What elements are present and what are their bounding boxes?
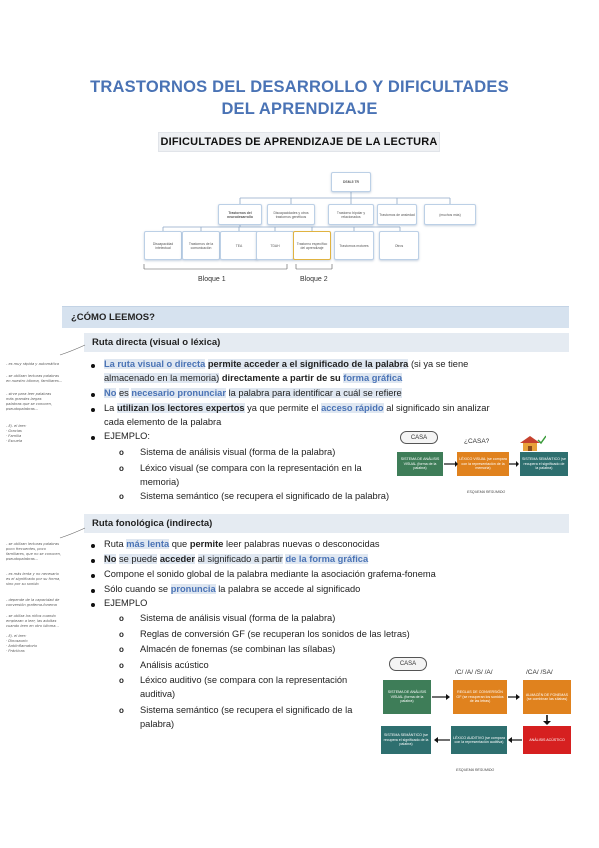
rd-sub-3: Sistema semántico (se recupera el signif…	[140, 491, 390, 501]
bullet-dot	[91, 436, 95, 440]
sub-bullet: o	[119, 661, 124, 670]
rf-sub-1: Sistema de análisis visual (forma de la …	[140, 613, 336, 623]
rd-sub-1: Sistema de análisis visual (forma de la …	[140, 447, 336, 457]
rd-sub-2: Léxico visual (se compara con la represe…	[140, 463, 362, 473]
note-rf-2: - es más lenta y no necesario es el sign…	[6, 572, 61, 586]
note-rd-1: - es muy rápida y automática	[6, 362, 59, 366]
question-label: ¿CASA?	[464, 438, 490, 445]
bloque-1-label: Bloque 1	[198, 276, 226, 283]
sub-bullet: o	[119, 492, 124, 501]
page-title-line1: TRASTORNOS DEL DESARROLLO Y DIFICULTADES	[90, 78, 509, 96]
diagram-node-comunicacion: Trastornos de la comunicación	[182, 231, 220, 260]
sub-bullet: o	[119, 676, 124, 685]
bullet-dot	[91, 393, 95, 397]
ruta-directa-header: Ruta directa (visual o léxica)	[84, 333, 569, 352]
diagram-node-motores: Trastornos motores	[334, 231, 374, 260]
note-rf-3: - depende de la capacidad de conversión …	[6, 598, 60, 607]
rf-sub-3: Almacén de fonemas (se combinan las síla…	[140, 644, 336, 654]
rf-caption: ESQUEMA RESUMIDO	[456, 768, 495, 772]
diagram-node-ansiedad: Trastornos de ansiedad	[377, 204, 417, 225]
rf-bullet-1: Ruta más lenta que permite leer palabras…	[104, 539, 380, 549]
bullet-dot	[91, 364, 95, 368]
rf-box-analisis-visual: SISTEMA DE ANÁLISIS VISUAL (forma de la …	[383, 680, 431, 714]
rf-box-analisis-acustico: ANÁLISIS ACÚSTICO	[523, 726, 571, 754]
diagram-node-discapacidad: Discapacidad intelectual	[144, 231, 182, 260]
rd-bullet-4: EJEMPLO:	[104, 431, 150, 441]
rf-sub-4: Análisis acústico	[140, 660, 209, 670]
rd-sub-2-cont: memoria)	[140, 477, 180, 487]
rf-sub-5-cont: auditiva)	[140, 689, 176, 699]
sub-bullet: o	[119, 630, 124, 639]
bullet-dot	[91, 544, 95, 548]
sub-bullet: o	[119, 614, 124, 623]
rd-bullet-2: No es necesario pronunciar la palabra pa…	[104, 388, 402, 398]
rf-sub-6-cont: palabra)	[140, 719, 175, 729]
rd-bullet-1-cont: almacenado en la memoria) directamente a…	[104, 373, 403, 383]
rf-sub-2: Reglas de conversión GF (se recuperan lo…	[140, 629, 410, 639]
diagram-node-aprendizaje: Trastorno específico del aprendizaje	[293, 231, 331, 260]
bullet-dot	[91, 574, 95, 578]
rd-caption: ESQUEMA RESUMIDO	[467, 490, 506, 494]
sub-bullet: o	[119, 645, 124, 654]
casa-bubble: CASA	[400, 431, 438, 444]
section-como-leemos: ¿CÓMO LEEMOS?	[62, 306, 569, 328]
casa-bubble: CASA	[389, 657, 427, 671]
phon-letters: /C/ /A/ /S/ /A/	[455, 669, 493, 676]
rd-box-sistema-semantico: SISTEMA SEMÁNTICO (se recupera el signif…	[520, 452, 568, 476]
rd-bullet-3: La utilizan los lectores expertos ya que…	[104, 403, 490, 413]
ruta-fonologica-header: Ruta fonológica (indirecta)	[84, 514, 569, 533]
note-rf-5: - Ej. el leer: · Dinosaurio · Antiinflam…	[6, 634, 38, 653]
diagram-node-muchos-mas: (muchos más)	[424, 204, 476, 225]
rd-box-lexico-visual: LÉXICO VISUAL (se compara con la represe…	[457, 452, 509, 476]
note-rd-2: - se utilizan lecturas palabras en nuest…	[6, 374, 63, 383]
rd-bullet-3-cont: cada elemento de la palabra	[104, 417, 222, 427]
rf-sub-6: Sistema semántico (se recupera el signif…	[140, 705, 353, 715]
rf-bullet-5: EJEMPLO	[104, 598, 148, 608]
sub-bullet: o	[119, 706, 124, 715]
house-icon	[520, 435, 546, 451]
rf-arrows	[432, 694, 551, 743]
phon-syllables: /CA/ /SA/	[526, 669, 553, 676]
diagram-node-tdah: TDAH	[256, 231, 294, 260]
note-arrow	[59, 344, 86, 356]
note-rf-1: - se utilizan lecturas palabras poco fre…	[6, 542, 62, 561]
rd-box-analisis-visual: SISTEMA DE ANÁLISIS VISUAL (forma de la …	[397, 452, 443, 476]
diagram-node-neurodesarrollo: Trastornos del neurodesarrollo	[218, 204, 262, 225]
rf-box-reglas-gf: REGLAS DE CONVERSIÓN GF (se recuperan lo…	[453, 680, 507, 714]
note-rf-4: - se utiliza los niños cuando empiezan a…	[6, 614, 59, 628]
rf-box-sistema-semantico: SISTEMA SEMÁNTICO (se recupera el signif…	[381, 726, 431, 754]
diagram-node-root: DSM-5 TR	[331, 172, 371, 192]
rf-bullet-2: No se puede acceder al significado a par…	[104, 554, 369, 564]
bullet-dot	[91, 603, 95, 607]
page-title-line2: DEL APRENDIZAJE	[221, 100, 378, 118]
diagram-node-geneticos: Discapacidades y otros trastornos genéti…	[267, 204, 315, 225]
diagram-node-bipolar: Trastorno bipolar y relacionados	[328, 204, 374, 225]
rf-bullet-4: Sólo cuando se pronuncia la palabra se a…	[104, 584, 361, 594]
rf-box-almacen-fonemas: ALMACÉN DE FONEMAS (se combinan las síla…	[523, 680, 571, 714]
bullet-dot	[91, 408, 95, 412]
sub-bullet: o	[119, 448, 124, 457]
sub-bullet: o	[119, 464, 124, 473]
rf-sub-5: Léxico auditivo (se compara con la repre…	[140, 675, 348, 685]
diagram-node-tea: TEA	[220, 231, 258, 260]
note-rd-3: - sirve para leer palabras más grandes l…	[6, 392, 53, 411]
diagram-node-otros: Otros	[379, 231, 419, 260]
rd-arrows	[444, 461, 519, 467]
bullet-dot	[91, 589, 95, 593]
bullet-dot	[91, 559, 95, 563]
bloque-2-label: Bloque 2	[300, 276, 328, 283]
rf-box-lexico-auditivo: LÉXICO AUDITIVO (se compara con la repre…	[451, 726, 507, 754]
rf-bullet-3: Compone el sonido global de la palabra m…	[104, 569, 436, 579]
note-rd-4: - Ej. el leer: · Gracias · Familia · Esc…	[6, 424, 27, 443]
note-arrow	[59, 527, 86, 539]
rd-bullet-1: La ruta visual o directa permite acceder…	[104, 359, 469, 369]
subtitle: DIFICULTADES DE APRENDIZAJE DE LA LECTUR…	[158, 132, 440, 152]
